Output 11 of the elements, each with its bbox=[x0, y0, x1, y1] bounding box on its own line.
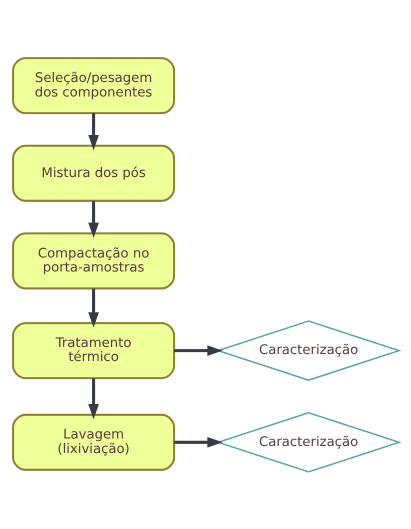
arrow bbox=[88, 288, 98, 328]
node-box: Seleção/pesagem dos componentes bbox=[12, 56, 175, 114]
node-box: Mistura dos pós bbox=[12, 144, 175, 202]
arrow bbox=[88, 112, 98, 150]
arrow bbox=[174, 436, 222, 448]
arrow bbox=[88, 378, 98, 419]
arrow bbox=[88, 200, 98, 238]
node-box: Tratamento térmico bbox=[12, 322, 175, 379]
arrow bbox=[174, 344, 222, 356]
node-box: Lavagem (lixiviação) bbox=[12, 413, 175, 470]
node-box: Compactação no porta-amostras bbox=[12, 232, 175, 289]
